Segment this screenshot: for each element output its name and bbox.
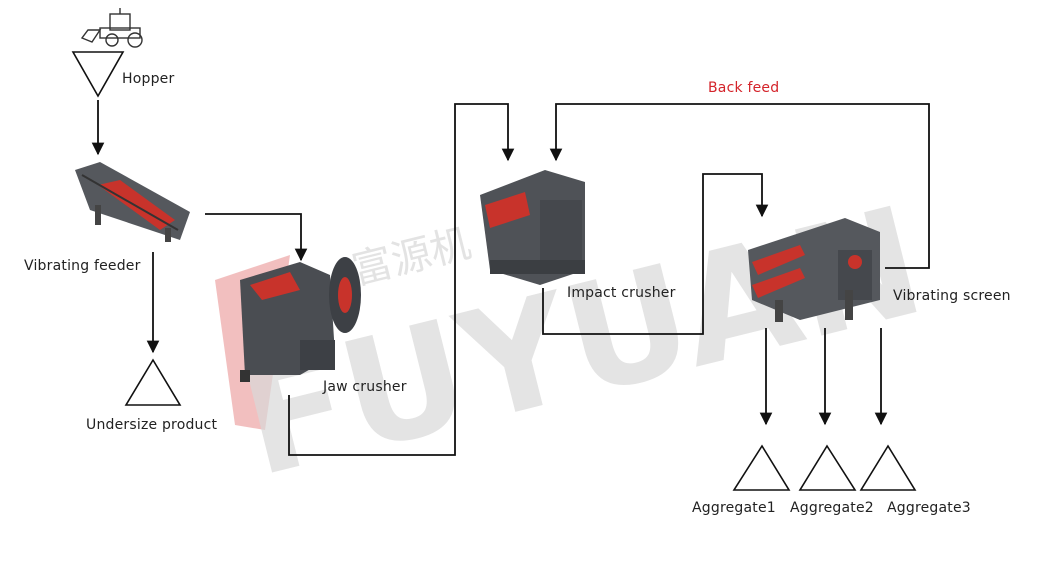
back-feed-label: Back feed — [708, 80, 780, 96]
aggregate1-triangle — [732, 444, 791, 491]
aggregate2-label: Aggregate2 — [790, 500, 874, 516]
impact-crusher-machine — [480, 170, 585, 285]
impact-crusher-label: Impact crusher — [567, 285, 676, 301]
undersize-triangle — [124, 358, 182, 406]
aggregate2-triangle — [798, 444, 857, 491]
jaw-crusher-label: Jaw crusher — [323, 379, 407, 395]
jaw-crusher-machine — [240, 257, 361, 382]
aggregate1-label: Aggregate1 — [692, 500, 776, 516]
hopper-label: Hopper — [122, 71, 175, 87]
jaw-to-impact-arrow — [288, 103, 515, 456]
vibrating-feeder-label: Vibrating feeder — [24, 258, 141, 274]
vibrating-feeder-machine — [75, 162, 190, 242]
impact-to-screen-arrow — [542, 173, 769, 335]
vibrating-screen-label: Vibrating screen — [893, 288, 1011, 304]
loader-icon — [80, 8, 143, 48]
vibrating-screen-machine — [748, 218, 880, 322]
back-feed-arrow — [549, 103, 930, 269]
svg-text:富源机: 富源机 — [348, 220, 476, 294]
feeder-to-jaw-arrow — [205, 213, 308, 262]
aggregate3-triangle — [859, 444, 917, 491]
hopper-triangle — [71, 51, 125, 98]
undersize-product-label: Undersize product — [86, 417, 218, 433]
aggregate3-label: Aggregate3 — [887, 500, 971, 516]
